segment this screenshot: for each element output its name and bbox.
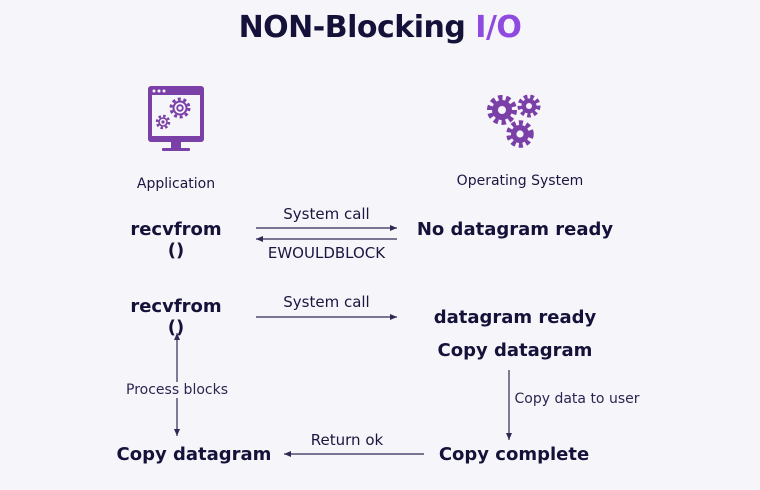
- title-accent: I/O: [475, 10, 522, 45]
- row2-call: recvfrom (): [130, 296, 222, 338]
- operating-system-icon: [482, 88, 548, 154]
- page-title: NON-Blocking I/O: [0, 10, 760, 45]
- application-icon: [146, 84, 206, 164]
- application-label: Application: [136, 176, 216, 192]
- row3-response-label: Return ok: [310, 431, 384, 449]
- row2-os-state-1: datagram ready: [433, 307, 597, 328]
- copy-data-label: Copy data to user: [514, 391, 640, 407]
- operating-system-label: Operating System: [456, 173, 584, 189]
- row3-app-state: Copy datagram: [116, 444, 272, 465]
- row1-request-label: System call: [283, 205, 370, 223]
- row2-request-label: System call: [283, 293, 370, 311]
- row1-response-label: EWOULDBLOCK: [267, 244, 386, 262]
- process-blocks-label: Process blocks: [112, 382, 242, 398]
- row1-os-state: No datagram ready: [416, 219, 614, 240]
- row3-os-state: Copy complete: [438, 444, 590, 465]
- row1-call: recvfrom (): [130, 219, 222, 261]
- title-main: NON-Blocking: [238, 10, 476, 45]
- row2-os-state-2: Copy datagram: [437, 340, 593, 361]
